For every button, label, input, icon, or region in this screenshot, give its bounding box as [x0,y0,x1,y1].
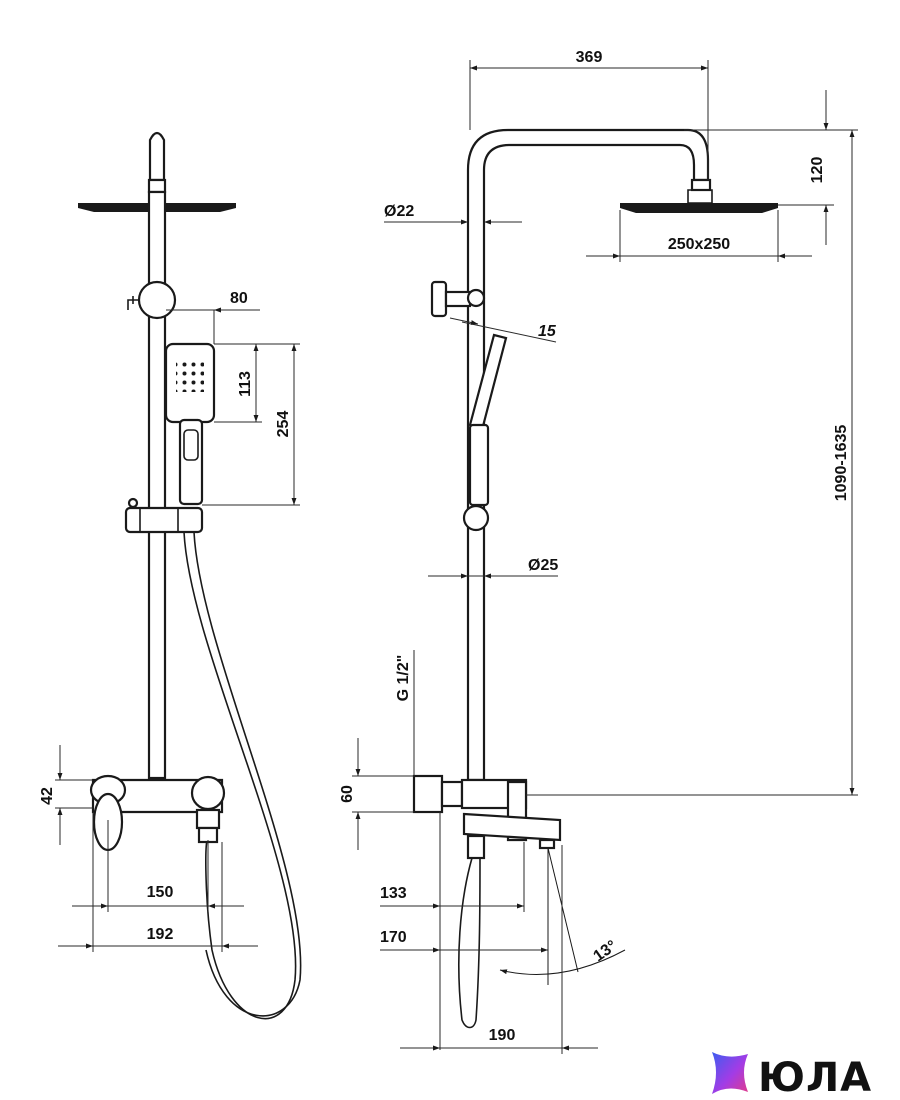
side-spout [462,812,562,842]
side-riser-arm [466,128,710,782]
side-head-connector [690,178,712,192]
logo-word: ЮЛА [758,1055,872,1100]
side-hose [458,857,481,1029]
logo-mark [712,1052,748,1094]
front-dim-254: 254 [275,411,292,438]
side-dim-d22: Ø22 [384,203,414,220]
front-top-finial [148,131,166,182]
front-view [78,131,302,1020]
front-handshower-handle [178,418,204,506]
side-dim-thread: G 1/2" [395,655,412,702]
front-dim-80: 80 [230,290,248,307]
side-dim-15: 15 [538,323,557,340]
front-dim-150: 150 [147,884,174,901]
front-dim-113: 113 [237,371,254,397]
side-dim-250x250: 250x250 [668,236,730,253]
side-dim-170: 170 [380,929,407,946]
side-view [412,128,778,1029]
front-dimensions: 80 113 254 42 150 192 [39,290,300,952]
side-dimensions: 369 Ø22 120 250x250 15 1090-1635 Ø25 [339,49,858,1054]
side-dim-369: 369 [576,49,603,66]
side-diverter-knob [430,280,448,318]
logo: ЮЛА [712,1052,872,1100]
side-dim-angle: 13° [591,937,621,965]
front-riser-pipe [147,190,167,780]
front-dim-42: 42 [39,787,56,805]
side-overhead-shower [620,203,778,213]
front-finial-collar [147,178,167,194]
front-dim-192: 192 [147,926,174,943]
front-slider-bracket [124,506,204,534]
side-dim-height: 1090-1635 [833,425,850,502]
side-dim-60: 60 [339,785,356,803]
front-diverter [137,280,177,320]
side-slider-knob [462,504,490,532]
side-dim-133: 133 [380,885,407,902]
side-dim-d25: Ø25 [528,557,558,574]
side-dim-120: 120 [809,157,826,184]
side-dim-190: 190 [489,1027,516,1044]
